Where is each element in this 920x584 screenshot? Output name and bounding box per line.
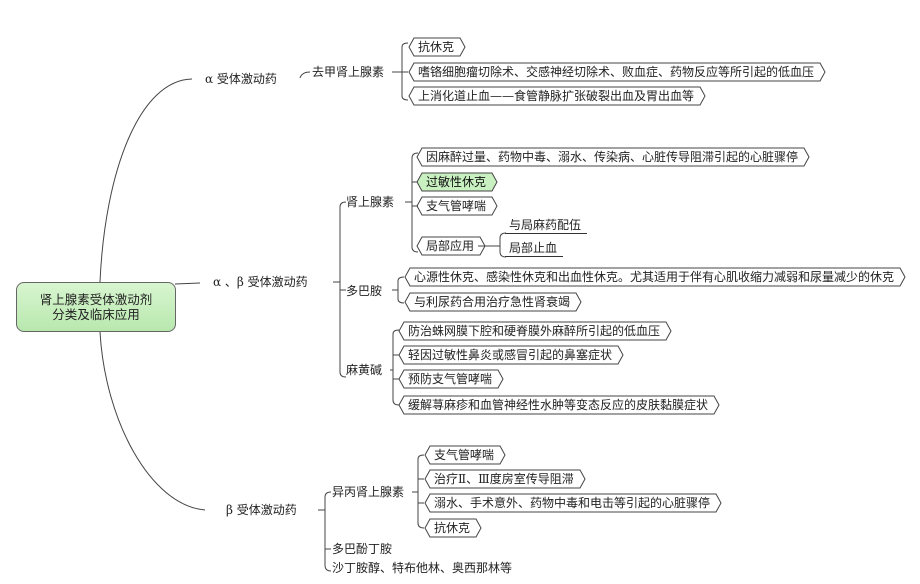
leaf-outline: [424, 493, 722, 513]
leaf-outline: [408, 86, 706, 106]
leaf-outline: [398, 345, 624, 365]
use-leaf[interactable]: 支气管哮喘: [434, 448, 495, 462]
use-leaf[interactable]: 与利尿药合用治疗急性肾衰竭: [414, 295, 571, 309]
leaf-outline: [416, 147, 810, 167]
leaf-outline: [424, 469, 586, 489]
use-leaf[interactable]: 抗休克: [434, 521, 471, 535]
use-leaf[interactable]: 防治蛛网膜下腔和硬脊膜外麻醉所引起的低血压: [408, 324, 661, 338]
use-leaf-highlighted[interactable]: 过敏性休克: [426, 175, 487, 189]
use-leaf[interactable]: 溺水、手术意外、药物中毒和电击等引起的心脏骤停: [434, 496, 711, 510]
leaf-outline: [408, 37, 466, 57]
leaf-outline: [398, 321, 672, 341]
root-title-line2: 分类及临床应用: [52, 307, 140, 322]
use-leaf[interactable]: 缓解荨麻疹和血管神经性水肿等变态反应的皮肤黏膜症状: [408, 398, 709, 412]
leaf-outline: [408, 62, 826, 82]
use-leaf[interactable]: 心源性休克、感染性休克和出血性休克。尤其适用于伴有心肌收缩力减弱和尿量减少的休克: [414, 270, 895, 284]
drug-adrenaline[interactable]: 肾上腺素: [346, 195, 395, 209]
drug-ephedrine[interactable]: 麻黄碱: [346, 363, 383, 377]
leaf-outline: [416, 236, 486, 256]
use-leaf[interactable]: 支气管哮喘: [426, 199, 487, 213]
use-leaf[interactable]: 上消化道止血——食管静脉扩张破裂出血及胃出血等: [418, 89, 695, 103]
use-leaf[interactable]: 预防支气管哮喘: [408, 372, 493, 386]
branch-alpha[interactable]: α 受体激动药: [205, 72, 277, 86]
leaf-outline: [404, 267, 906, 287]
root-topic[interactable]: 肾上腺素受体激动剂 分类及临床应用: [16, 282, 176, 332]
drug-norepinephrine[interactable]: 去甲肾上腺素: [312, 65, 385, 79]
local-use-item[interactable]: 与局麻药配伍: [505, 218, 588, 234]
drug-others[interactable]: 沙丁胺醇、特布他林、奥西那林等: [332, 561, 513, 575]
use-leaf[interactable]: 抗休克: [418, 40, 455, 54]
drug-dobutamine[interactable]: 多巴酚丁胺: [332, 542, 393, 556]
branch-beta[interactable]: β 受体激动药: [226, 503, 297, 517]
root-title-line1: 肾上腺素受体激动剂: [39, 292, 153, 307]
use-leaf-local[interactable]: 局部应用: [426, 239, 475, 253]
use-leaf[interactable]: 嗜铬细胞瘤切除术、交感神经切除术、败血症、药物反应等所引起的低血压: [418, 65, 815, 79]
drug-isoprenaline[interactable]: 异丙肾上腺素: [332, 485, 405, 499]
leaf-outline: [424, 445, 506, 465]
leaf-outline: [416, 196, 498, 216]
leaf-outline: [424, 518, 482, 538]
leaf-outline: [416, 172, 498, 192]
leaf-outline: [398, 395, 720, 415]
use-leaf[interactable]: 治疗Ⅱ、Ⅲ度房室传导阻滞: [434, 472, 574, 486]
use-leaf[interactable]: 因麻醉过量、药物中毒、溺水、传染病、心脏传导阻滞引起的心脏骤停: [426, 150, 799, 164]
use-leaf[interactable]: 轻因过敏性鼻炎或感冒引起的鼻塞症状: [408, 348, 613, 362]
leaf-outline: [398, 369, 504, 389]
drug-dopamine[interactable]: 多巴胺: [346, 284, 383, 298]
leaf-outline: [404, 292, 582, 312]
local-use-item[interactable]: 局部止血: [505, 241, 564, 257]
branch-alpha-beta[interactable]: α 、β 受体激动药: [213, 275, 308, 289]
